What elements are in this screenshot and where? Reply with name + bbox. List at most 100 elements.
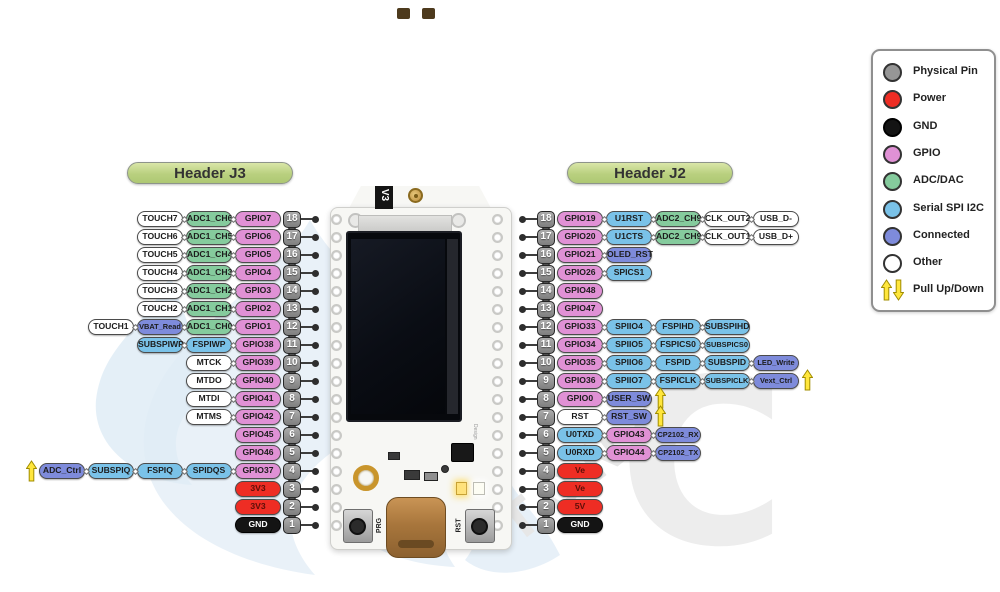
pcb-hole [330,213,342,225]
pcb-hole [491,375,503,387]
legend-swatch-serial [883,199,902,219]
wire-dot [312,377,319,385]
pin-number-badge: 18 [283,210,301,228]
pin-cell-adc_ctrl: ADC_Ctrl [39,463,85,479]
pin-cell-gpio37: GPIO37 [235,463,281,479]
pcb-hole [330,411,342,423]
pin-cell-usb_d+: USB_D+ [753,229,799,245]
pin-cell-touch3: TOUCH3 [137,283,183,299]
pin-wire [299,416,313,418]
pin-wire [524,236,538,238]
pin-wire [524,272,538,274]
legend-label: ADC/DAC [913,174,964,187]
pin-cell-spiio6: SPIIO6 [606,355,652,371]
pin-wire [299,488,313,490]
pull-up-down-arrow [801,369,814,396]
pin-cell-gpio20: GPIO20 [557,229,603,245]
wire-dot [519,215,526,223]
pcb-hole [491,267,503,279]
legend-swatch-other [883,254,902,274]
pin-cell-subspiclk: SUBSPICLK [704,373,750,389]
rst-button-label: RST [455,518,463,533]
pin-wire [524,398,538,400]
pin-cell-spidqs: SPIDQS [186,463,232,479]
status-led-white [473,482,485,495]
legend-label: Serial SPI I2C [913,201,984,214]
pin-wire [524,218,538,220]
pin-cell-touch7: TOUCH7 [137,211,183,227]
legend-label: Physical Pin [913,65,978,77]
legend-label: Power [913,92,947,105]
pin-cell-adc1_ch4: ADC1_CH4 [186,247,232,263]
pin-cell-gpio48: GPIO48 [557,283,603,299]
pin-cell-spiio4: SPIIO4 [606,319,652,335]
pin-number-badge: 7 [283,408,301,426]
wire-dot [519,269,526,277]
pcb-hole [330,285,342,297]
pin-cell-gpio34: GPIO34 [557,337,603,353]
pin-number-badge: 2 [283,498,301,516]
pin-cell-spiio7: SPIIO7 [606,373,652,389]
pin-number-badge: 1 [537,516,555,534]
pin-wire [299,236,313,238]
pin-number-badge: 6 [283,426,301,444]
pcb-hole [330,447,342,459]
legend-swatch-adc [883,172,902,192]
wire-dot [312,233,319,241]
legend-item: Power [873,88,994,112]
pin-number-badge: 14 [283,282,301,300]
pin-number-badge: 3 [537,480,555,498]
pin-cell-gpio7: GPIO7 [235,211,281,227]
wire-dot [312,521,319,529]
legend-swatch-gpio [883,144,902,164]
pin-number-badge: 5 [283,444,301,462]
pin-cell-vbat_read: VBAT_Read [137,319,183,335]
pin-cell-subspiwp: SUBSPIWP [137,337,184,353]
legend-label: Other [913,256,943,269]
pin-number-badge: 17 [537,228,555,246]
pin-wire [299,506,313,508]
pin-cell-usb_d-: USB_D- [753,211,799,227]
pin-wire [524,362,538,364]
wire-dot [312,395,319,403]
pull-up-arrow-icon [880,279,893,306]
pin-cell-gpio45: GPIO45 [235,427,281,443]
wire-dot [519,431,526,439]
pcb-hole [330,357,342,369]
pcb-hole [491,411,503,423]
pin-cell-gpio35: GPIO35 [557,355,603,371]
pin-number-badge: 11 [537,336,555,354]
pcb-hole [491,501,503,513]
rst-button-cap [471,518,488,535]
wire-dot [312,341,319,349]
pin-cell-gpio19: GPIO19 [557,211,603,227]
ic-chip [451,443,474,462]
pin-cell-u0txd: U0TXD [557,427,603,443]
wire-dot [519,287,526,295]
pcb-hole [330,501,342,513]
pin-cell-mtdi: MTDI [186,391,232,407]
pin-number-badge: 3 [283,480,301,498]
pin-wire [524,488,538,490]
pin-wire [299,326,313,328]
pin-wire [299,380,313,382]
pin-wire [524,506,538,508]
pcb-hole [330,465,342,477]
wire-dot [519,251,526,259]
smd-component [404,470,420,480]
pcb-hole [330,483,342,495]
pin-cell-gpio44: GPIO44 [606,445,652,461]
pcb-hole [330,321,342,333]
wire-dot [519,377,526,385]
pin-wire [524,452,538,454]
pcb-hole [491,393,503,405]
pin-number-badge: 4 [537,462,555,480]
pcb-hole [330,267,342,279]
pin-cell-gpio21: GPIO21 [557,247,603,263]
pull-down-arrow-icon [892,279,905,306]
pin-cell-touch1: TOUCH1 [88,319,134,335]
pin-wire [524,290,538,292]
pin-cell-gpio4: GPIO4 [235,265,281,281]
pcb-hole [491,357,503,369]
pin-cell-gpio1: GPIO1 [235,319,281,335]
